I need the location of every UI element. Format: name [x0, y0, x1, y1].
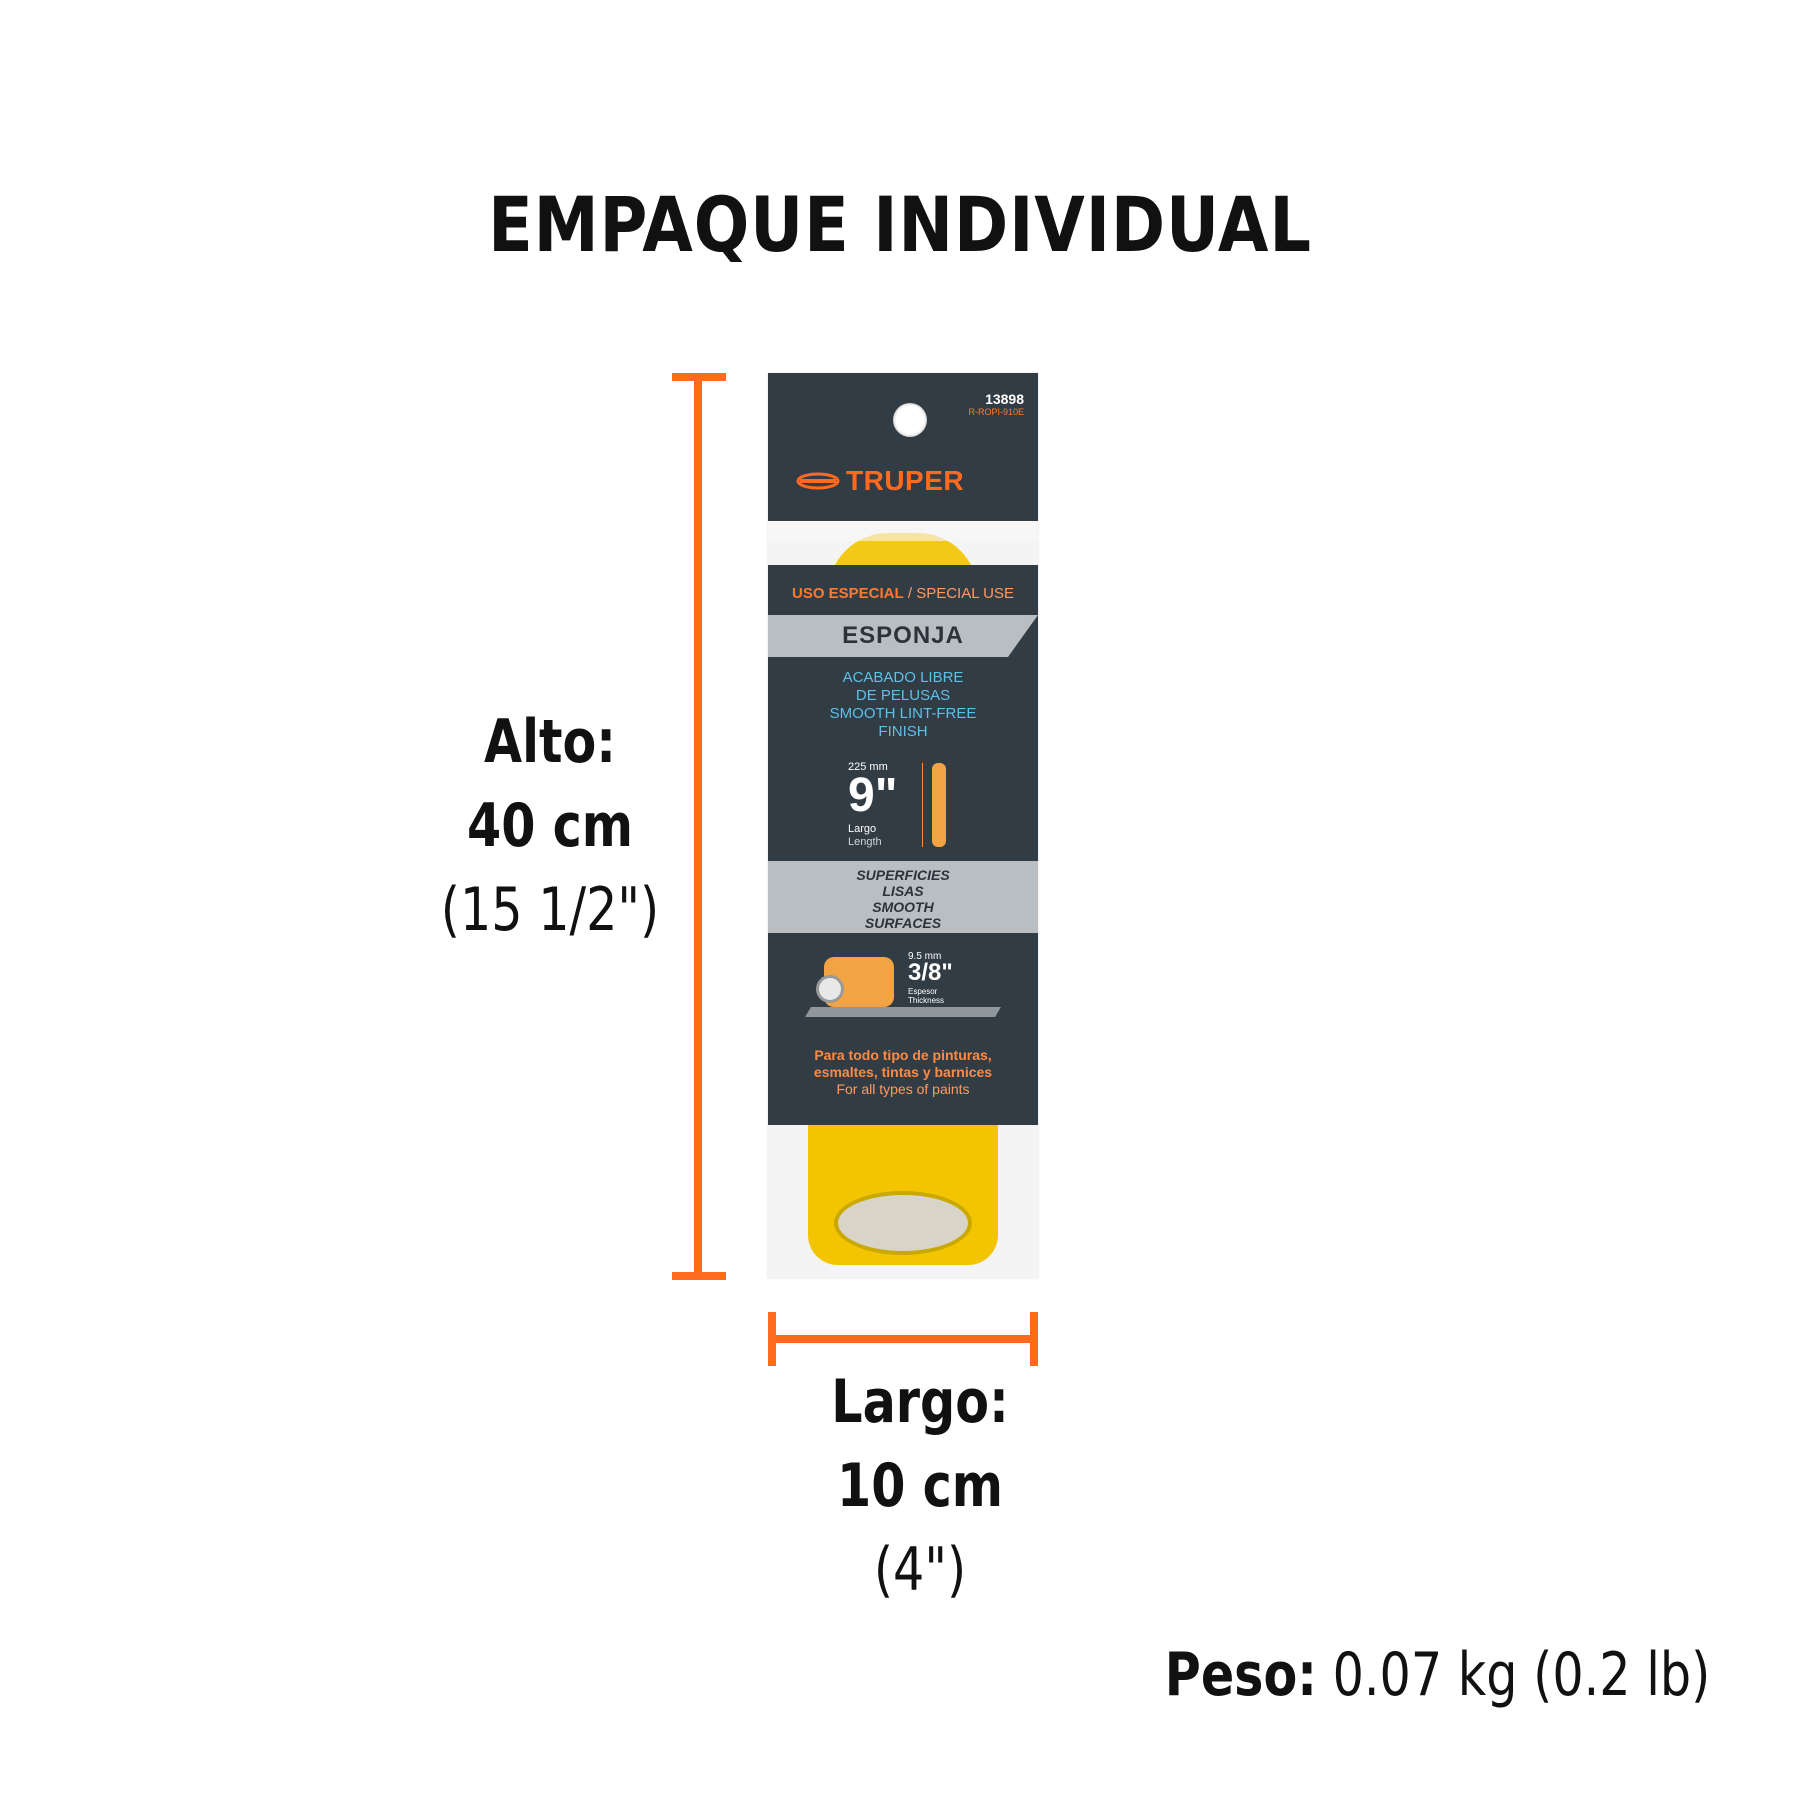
thickness-in: 3/8"	[908, 959, 953, 986]
width-label: Largo:	[831, 1367, 1009, 1437]
length-bracket-icon	[922, 763, 927, 847]
length-in: 9"	[848, 769, 898, 822]
product-sku: R-ROPI-910E	[968, 407, 1024, 417]
length-mm: 225 mm	[848, 761, 888, 773]
height-dimension-cap-bottom	[672, 1272, 726, 1280]
height-dimension-cap-top	[672, 373, 726, 381]
width-dimension-cap-right	[1030, 1312, 1038, 1366]
width-imperial: (4")	[873, 1535, 967, 1605]
product-code: 13898	[985, 391, 1024, 407]
surfaces-banner: SUPERFICIES LISAS SMOOTH SURFACES	[768, 861, 1038, 933]
paint-types-text: Para todo tipo de pinturas, esmaltes, ti…	[813, 1047, 993, 1097]
length-label: Largo Length	[848, 823, 882, 848]
material-banner: ESPONJA	[768, 615, 1038, 657]
width-metric: 10 cm	[836, 1451, 1004, 1521]
width-dimension-line	[770, 1335, 1032, 1343]
package-header: 13898 R-ROPI-910E TRUPER	[768, 373, 1038, 521]
page-title: EMPAQUE INDIVIDUAL	[488, 180, 1312, 269]
brand-name: TRUPER	[846, 465, 965, 496]
weight-value: 0.07 kg (0.2 lb)	[1332, 1640, 1710, 1710]
weight-info: Peso: 0.07 kg (0.2 lb)	[1164, 1640, 1710, 1710]
height-label-group: Alto: 40 cm (15 1/2")	[411, 700, 690, 952]
truper-logo-icon	[796, 472, 840, 490]
roller-length-icon	[932, 763, 946, 847]
weight-label: Peso:	[1164, 1640, 1317, 1710]
finish-text: ACABADO LIBRE DE PELUSAS SMOOTH LINT-FRE…	[829, 669, 977, 740]
thickness-spec: 9.5 mm 3/8" Espesor Thickness	[805, 947, 1008, 1027]
thickness-mm: 9.5 mm	[908, 951, 942, 962]
thickness-label: Espesor Thickness	[908, 987, 945, 1005]
product-package: 13898 R-ROPI-910E TRUPER USO ESPECIAL / …	[768, 373, 1038, 1278]
material-label: ESPONJA	[842, 622, 964, 649]
height-metric: 40 cm	[466, 791, 634, 861]
roller-core-opening	[834, 1191, 972, 1255]
height-label: Alto:	[484, 707, 616, 777]
hang-hole	[893, 403, 927, 437]
height-dimension-line	[694, 376, 702, 1276]
height-imperial: (15 1/2")	[440, 875, 660, 945]
length-spec: 225 mm 9" Largo Length	[848, 761, 968, 851]
width-dimension-cap-left	[768, 1312, 776, 1366]
brand-logo: TRUPER	[796, 465, 964, 497]
package-label: USO ESPECIAL / SPECIAL USE ESPONJA ACABA…	[768, 565, 1038, 1125]
package-window	[768, 521, 1038, 541]
width-label-group: Largo: 10 cm (4")	[789, 1360, 1051, 1612]
roller-core-icon	[816, 975, 844, 1003]
surface-plate-icon	[805, 1007, 1001, 1017]
use-type: USO ESPECIAL / SPECIAL USE	[791, 585, 1015, 602]
